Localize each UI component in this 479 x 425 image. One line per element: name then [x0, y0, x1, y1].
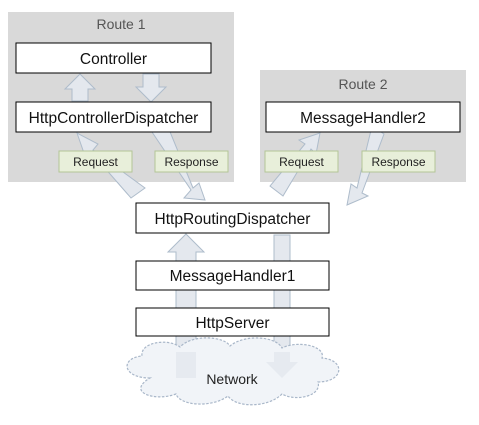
route1-request-tag — [58, 150, 133, 173]
route1-response-tag-label: Response — [164, 155, 218, 169]
route1-up-arrow — [63, 73, 97, 102]
http-routing-dispatcher-label: HttpRoutingDispatcher — [155, 211, 311, 228]
message-handler2-box — [265, 101, 461, 133]
route1-down-arrow — [134, 73, 168, 103]
http-routing-dispatcher-box — [135, 202, 330, 234]
http-controller-dispatcher-box — [15, 101, 212, 133]
controller-box — [15, 42, 212, 74]
message-handler1-label: MessageHandler1 — [170, 268, 296, 285]
controller-label: Controller — [80, 51, 147, 68]
response-head-in-cloud — [266, 352, 298, 378]
request-shaft-in-cloud — [176, 352, 196, 378]
route2-request-tag — [264, 150, 339, 173]
network-label: Network — [206, 371, 258, 387]
http-server-box — [135, 307, 330, 337]
route1-title: Route 1 — [96, 16, 145, 32]
message-handler1-box — [135, 260, 330, 291]
http-controller-dispatcher-label: HttpControllerDispatcher — [29, 110, 199, 127]
route2-title: Route 2 — [338, 76, 387, 92]
http-server-label: HttpServer — [195, 315, 269, 332]
route2-request-tag-label: Request — [279, 155, 324, 169]
message-handler2-label: MessageHandler2 — [300, 110, 426, 127]
network-cloud: Network — [126, 337, 340, 406]
route2-response-tag-label: Response — [371, 155, 425, 169]
route1-response-tag — [154, 150, 229, 173]
route2-response-tag — [361, 150, 436, 173]
route1-request-tag-label: Request — [73, 155, 118, 169]
